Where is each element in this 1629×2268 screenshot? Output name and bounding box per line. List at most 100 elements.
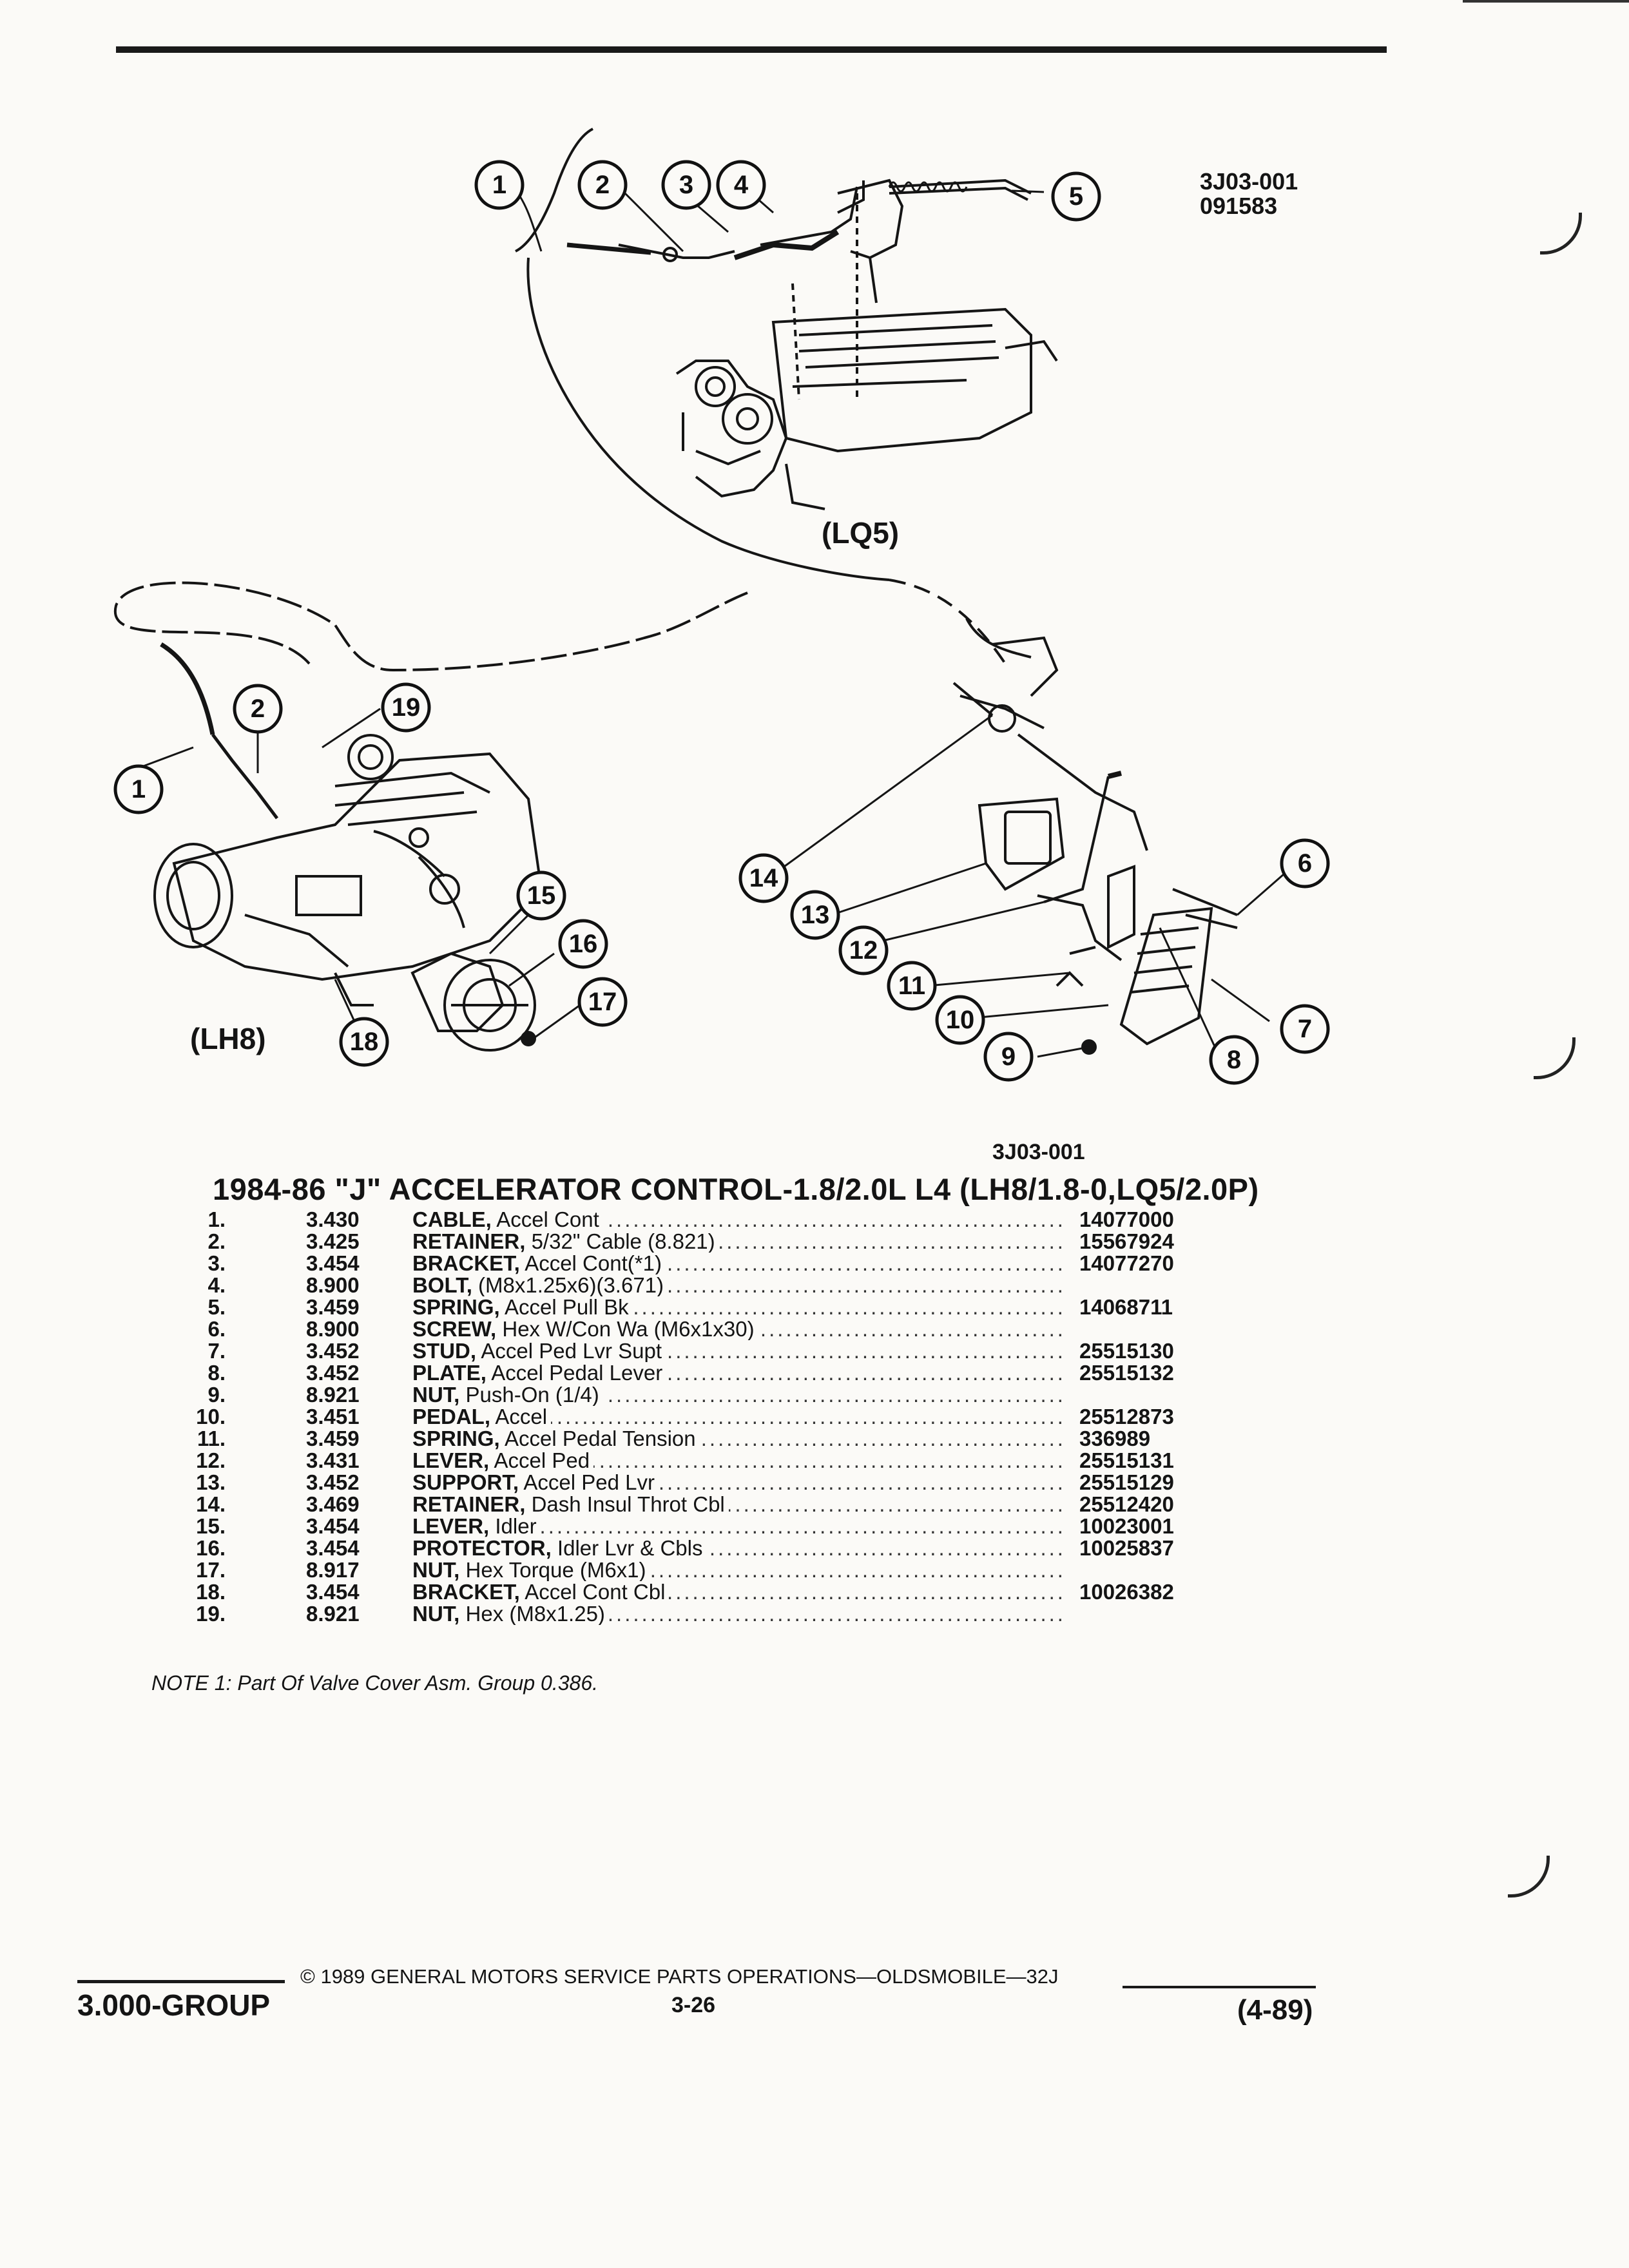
part-detail: Accel [490,1406,548,1428]
part-detail: Accel Ped Lvr [519,1472,655,1494]
footnote: NOTE 1: Part Of Valve Cover Asm. Group 0… [151,1671,598,1695]
callout-label: 6 [1298,849,1312,878]
item-number: 16. [196,1536,226,1560]
parts-row: 2.3.425.................................… [151,1231,1215,1253]
group-number: 8.900 [306,1273,360,1297]
callout-label: 11 [898,972,925,1000]
part-description: NUT, Push-On (1/4) [412,1384,1063,1406]
part-name: STUD, [412,1340,476,1362]
part-detail: Accel Cont [491,1209,599,1231]
callout-label: 3 [679,171,693,199]
header-rule [116,46,1387,53]
part-name: BRACKET, [412,1581,520,1603]
group-number: 3.454 [306,1514,360,1538]
parts-list: 1.3.430.................................… [151,1209,1215,1625]
parts-row: 1.3.430.................................… [151,1209,1215,1231]
callout-label: 8 [1227,1046,1241,1074]
callout-label: 10 [946,1006,975,1034]
part-name: NUT, [412,1603,460,1625]
parts-row: 17.8.917................................… [151,1559,1215,1581]
item-number: 2. [207,1229,226,1253]
group-number: 3.469 [306,1492,360,1516]
callout-label: 19 [392,693,421,722]
group-number: 3.459 [306,1427,360,1450]
item-number: 12. [196,1448,226,1472]
exploded-view-illustration: 1 2 3 4 5 1 2 19 14 13 12 11 10 9 15 16 … [113,128,1330,1085]
part-description: STUD, Accel Ped Lvr Supt [412,1340,1063,1362]
idler-lever-drawing [410,952,536,1052]
parts-row: 9.8.921.................................… [151,1384,1215,1406]
callout-label: 13 [801,901,830,929]
part-number: 25512873 [1079,1405,1174,1428]
parts-row: 16.3.454................................… [151,1537,1215,1559]
item-number: 7. [207,1339,226,1363]
item-number: 14. [196,1492,226,1516]
group-number: 3.451 [306,1405,360,1428]
parts-row: 14.3.469................................… [151,1494,1215,1515]
group-number: 3.452 [306,1361,360,1385]
part-number: 25515130 [1079,1339,1174,1363]
part-name: LEVER, [412,1450,490,1472]
part-name: SCREW, [412,1318,497,1340]
callout-label: 15 [527,881,556,910]
item-number: 11. [197,1427,226,1450]
callout-label: 5 [1069,182,1083,211]
item-number: 4. [207,1273,226,1297]
engine-label-lh8: (LH8) [190,1022,266,1055]
pedal-assembly-drawing [952,618,1238,1055]
part-name: SPRING, [412,1428,500,1450]
part-name: BOLT, [412,1274,472,1296]
parts-row: 18.3.454................................… [151,1581,1215,1603]
parts-row: 4.8.900.................................… [151,1274,1215,1296]
footer-rule [1123,1986,1316,1988]
part-detail: Dash Insul Throt Cbl [525,1494,725,1515]
page-number: 3-26 [671,1993,716,2017]
part-detail: Push-On (1/4) [459,1384,599,1406]
callout-label: 16 [569,930,598,958]
item-number: 9. [207,1383,226,1407]
item-number: 15. [196,1514,226,1538]
item-number: 5. [207,1295,226,1319]
parts-row: 10.3.451................................… [151,1406,1215,1428]
item-number: 18. [196,1580,226,1604]
part-number: 10026382 [1079,1580,1174,1604]
part-detail: Hex W/Con Wa (M6x1x30) [496,1318,755,1340]
part-detail: Accel Pedal Lever [486,1362,663,1384]
group-number: 3.430 [306,1207,360,1231]
figure-code-top: 3J03-001 [1200,168,1298,195]
part-number: 14068711 [1079,1295,1173,1319]
group-number: 3.425 [306,1229,360,1253]
group-number: 8.917 [306,1558,360,1582]
footer-copyright: © 1989 GENERAL MOTORS SERVICE PARTS OPER… [300,1965,1059,1988]
parts-row: 8.3.452.................................… [151,1362,1215,1384]
part-number: 25515132 [1079,1361,1174,1385]
item-number: 19. [196,1602,226,1626]
group-number: 8.921 [306,1383,360,1407]
part-description: NUT, Hex (M8x1.25) [412,1603,1063,1625]
part-name: CABLE, [412,1209,492,1231]
part-detail: Idler Lvr & Cbls [551,1537,703,1559]
part-name: SUPPORT, [412,1472,519,1494]
part-detail: Accel Ped Lvr Supt [476,1340,662,1362]
part-description: PLATE, Accel Pedal Lever [412,1362,1063,1384]
group-number: 3.452 [306,1339,360,1363]
callout-label: 1 [131,775,146,803]
item-number: 1. [207,1207,226,1231]
footer-group-label: 3.000-GROUP [77,1988,271,2022]
engine-label-lq5: (LQ5) [822,516,900,550]
item-number: 6. [207,1317,226,1341]
scan-mark [1508,1856,1550,1898]
corner-rule [1463,0,1629,3]
callout-label: 18 [350,1028,379,1056]
figure-date-code: 091583 [1200,193,1278,219]
lh8-engine-drawing [153,734,543,1006]
group-number: 8.900 [306,1317,360,1341]
part-detail: Accel Pull Bk [499,1296,629,1318]
item-number: 8. [207,1361,226,1385]
callout-label: 17 [588,988,617,1016]
part-name: RETAINER, [412,1231,526,1253]
part-description: LEVER, Accel Ped [412,1450,1063,1472]
callout-label: 1 [492,171,506,199]
item-number: 13. [196,1470,226,1494]
section-title: 1984-86 "J" ACCELERATOR CONTROL-1.8/2.0L… [213,1172,1259,1206]
